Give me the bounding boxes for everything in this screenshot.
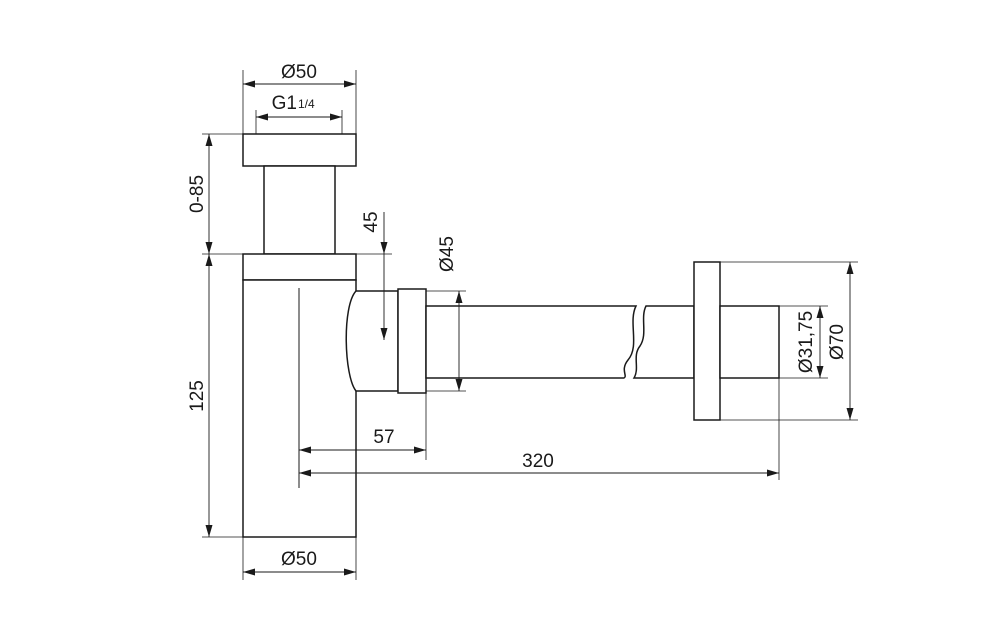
label-outlet-depth: 57	[373, 427, 394, 448]
outlet-bell	[345, 290, 399, 392]
waste-pipe-left	[425, 305, 638, 379]
label-outlet-offset: 45	[361, 211, 382, 232]
label-pipe-length: 320	[522, 451, 554, 472]
top-cap	[242, 133, 357, 167]
label-rosette-diameter: Ø70	[827, 324, 848, 360]
waste-pipe-right	[632, 305, 695, 379]
label-thread-fraction: 1/4	[298, 97, 315, 111]
outlet-nut	[397, 288, 427, 394]
label-pipe-diameter: Ø31,75	[796, 311, 817, 373]
label-thread: G1	[272, 93, 297, 114]
label-body-diameter: Ø50	[281, 549, 317, 570]
wall-rosette	[693, 261, 721, 421]
label-outlet-diameter: Ø45	[437, 236, 458, 272]
label-height-adjust: 0-85	[187, 175, 208, 213]
label-body-height: 125	[187, 380, 208, 412]
wall-spigot	[719, 305, 780, 379]
label-cap-diameter: Ø50	[281, 62, 317, 83]
body-collar	[242, 253, 357, 281]
tailpiece-tube	[263, 165, 336, 255]
